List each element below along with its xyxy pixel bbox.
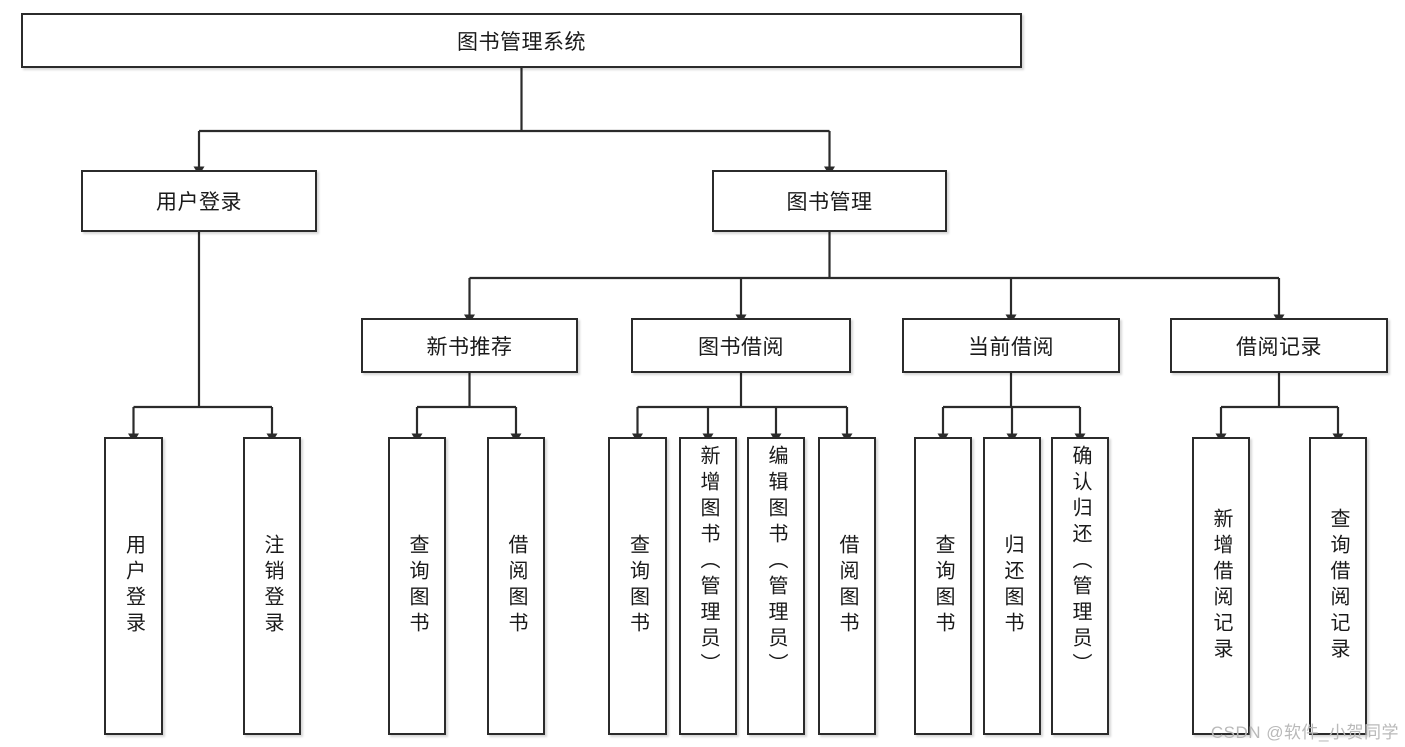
node-leaf-user-login[interactable]: 用户登录 [104, 437, 163, 735]
node-label: 查询图书 [932, 534, 954, 638]
node-label: 新增借阅记录 [1210, 508, 1232, 664]
node-label: 借阅图书 [836, 534, 858, 638]
node-leaf-borrow-book-2[interactable]: 借阅图书 [818, 437, 876, 735]
node-book-borrow[interactable]: 图书借阅 [631, 318, 851, 373]
node-leaf-return-book[interactable]: 归还图书 [983, 437, 1041, 735]
node-label: 当前借阅 [968, 335, 1054, 359]
node-user-login[interactable]: 用户登录 [81, 170, 317, 232]
node-label: 借阅图书 [505, 534, 527, 638]
node-label: 新书推荐 [426, 335, 513, 359]
node-label: 编辑图书（管理员） [765, 445, 787, 679]
node-leaf-query-book-3[interactable]: 查询图书 [914, 437, 972, 735]
node-label: 图书管理系统 [457, 30, 586, 54]
node-label: 图书借阅 [698, 335, 784, 359]
node-label: 查询图书 [626, 534, 649, 638]
node-label: 查询图书 [406, 534, 428, 638]
node-leaf-query-book-1[interactable]: 查询图书 [388, 437, 446, 735]
node-label: 用户登录 [156, 191, 242, 214]
edges [128, 68, 1344, 443]
node-leaf-add-record[interactable]: 新增借阅记录 [1192, 437, 1250, 735]
node-label: 借阅记录 [1236, 335, 1322, 359]
node-label: 新增图书（管理员） [697, 445, 719, 679]
node-leaf-logout[interactable]: 注销登录 [243, 437, 301, 735]
node-root[interactable]: 图书管理系统 [21, 13, 1022, 68]
node-leaf-add-book[interactable]: 新增图书（管理员） [679, 437, 737, 735]
node-leaf-confirm-return[interactable]: 确认归还（管理员） [1051, 437, 1109, 735]
node-label: 确认归还（管理员） [1069, 445, 1091, 679]
node-leaf-query-book-2[interactable]: 查询图书 [608, 437, 667, 735]
node-current-borrow[interactable]: 当前借阅 [902, 318, 1120, 373]
node-leaf-query-record[interactable]: 查询借阅记录 [1309, 437, 1367, 735]
node-leaf-edit-book[interactable]: 编辑图书（管理员） [747, 437, 805, 735]
node-book-manage[interactable]: 图书管理 [712, 170, 947, 232]
node-leaf-borrow-book-1[interactable]: 借阅图书 [487, 437, 545, 735]
node-label: 查询借阅记录 [1327, 508, 1349, 664]
node-label: 图书管理 [786, 191, 873, 214]
node-label: 用户登录 [122, 534, 145, 638]
node-borrow-record[interactable]: 借阅记录 [1170, 318, 1388, 373]
node-label: 注销登录 [261, 534, 283, 638]
node-new-book-rec[interactable]: 新书推荐 [361, 318, 578, 373]
node-label: 归还图书 [1001, 534, 1023, 638]
